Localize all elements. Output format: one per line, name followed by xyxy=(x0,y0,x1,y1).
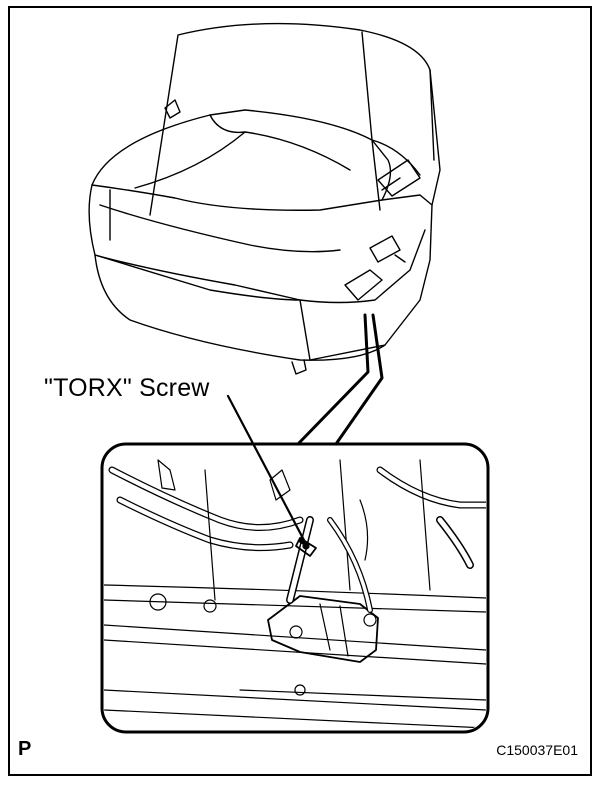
leader-lines xyxy=(296,313,384,446)
figure-frame xyxy=(8,6,592,776)
callout-leader xyxy=(226,394,308,546)
corner-letter: P xyxy=(18,738,32,760)
figure-code: C150037E01 xyxy=(496,742,578,758)
seat-illustration xyxy=(88,22,441,375)
torx-screw-label: "TORX" Screw xyxy=(44,374,210,402)
detail-inset xyxy=(100,442,490,734)
